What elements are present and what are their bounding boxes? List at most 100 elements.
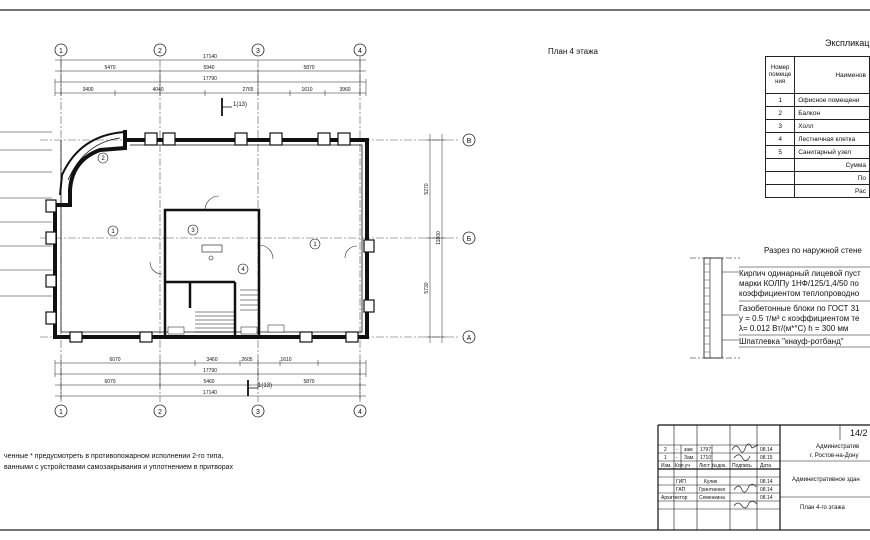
layer-line: Кирпич одинарный лицевой пуст (739, 269, 861, 278)
section-mark-top: 1(13) (233, 102, 247, 108)
dim-right-part-2: 5730 (424, 282, 430, 293)
room-name: Холл (794, 119, 870, 133)
object-city: г. Ростов-на-Дону (810, 453, 859, 459)
stair-flight (195, 289, 258, 333)
room-number: 3 (764, 119, 796, 133)
rev-1-date: 08.14 (760, 447, 773, 453)
name-architect: Семенкина (699, 495, 725, 501)
axis-label-row-v: В (467, 138, 472, 145)
layer-line: Газобетонные блоки по ГОСТ 31 (739, 304, 860, 313)
axis-label-col-1-top: 1 (59, 48, 63, 55)
name-gap: Гринтиенко (699, 487, 726, 493)
dim-bottom-total: 17790 (203, 368, 217, 374)
room-name: Балкон (794, 106, 870, 120)
room-number: 5 (764, 145, 796, 159)
role-architect: Архитектор (661, 495, 688, 501)
dim-bottom-sub-4: 1610 (280, 357, 291, 363)
table-row: По (764, 171, 870, 185)
dim-right-part-1: 5270 (424, 183, 430, 194)
table-row: 3 Холл (764, 119, 870, 133)
layer-line: коэффициентом теплопроводно (739, 289, 860, 298)
axis-label-col-3-top: 3 (256, 48, 260, 55)
axis-bubbles (54, 43, 476, 418)
object-name: Административ (816, 444, 860, 450)
title-block (657, 424, 870, 530)
room-name: Лестничная клетка (794, 132, 870, 146)
layer-plaster: Шпатлевка "кнауф-ротбанд" (739, 337, 870, 347)
explication-header-name: Наименов (794, 56, 870, 94)
hall-label-box (201, 244, 223, 253)
dim-top-sub-4: 1610 (301, 87, 312, 93)
outer-walls (53, 130, 369, 339)
room-tag-4: 4 (241, 267, 245, 273)
summary-total: Сумма (794, 158, 870, 172)
rev-header-list: Лист (699, 463, 710, 469)
table-row: 4 Лестничная клетка (764, 132, 870, 146)
axis-label-col-2-top: 2 (158, 48, 162, 55)
rev-2-qty: - (676, 455, 678, 461)
rev-2-sheet: Зам. (684, 455, 695, 461)
wall-section-leader-boxes (739, 266, 870, 348)
summary-calc: Рас (794, 184, 870, 198)
dim-bottom-part-1: 6070 (104, 379, 115, 385)
wall-inner-line (60, 140, 363, 333)
axis-label-row-a: А (467, 335, 472, 342)
rev-1-doc: 1797 (700, 447, 712, 453)
room-tags (97, 152, 321, 275)
door-swings (149, 195, 358, 275)
dim-top-sub-3: 2765 (242, 87, 253, 93)
table-row: 2 Балкон (764, 106, 870, 120)
room-number: 4 (764, 132, 796, 146)
layer-gasblock: Газобетонные блоки по ГОСТ 31 у = 0.5 т/… (739, 304, 870, 334)
rev-header-date: Дата (760, 463, 772, 469)
dim-bottom-part-2: 5460 (203, 379, 214, 385)
bottom-dimensions (54, 360, 367, 399)
dim-bottom-sub-3: 2605 (241, 357, 252, 363)
wall-section-graphic (690, 257, 740, 359)
rev-header-izm: Изм. (661, 463, 672, 469)
axis-label-col-2-bottom: 2 (158, 409, 162, 416)
room-tag-2: 2 (101, 156, 105, 162)
room-name: Санитарный узел (794, 145, 870, 159)
date-architect: 08.14 (760, 495, 773, 501)
layer-brick: Кирпич одинарный лицевой пуст марки КОЛП… (739, 269, 870, 299)
axis-label-col-4-top: 4 (358, 48, 362, 55)
dim-top-part-1: 5470 (104, 65, 115, 71)
axis-label-row-b: Б (467, 236, 472, 243)
summary-area: По (794, 171, 870, 185)
room-tag-1b: 1 (313, 242, 317, 248)
signatures (731, 443, 759, 509)
explication-table: Номер помеще ния Наименов 1 Офисное поме… (764, 56, 870, 198)
room-tag-1: 1 (111, 229, 115, 235)
section-mark-bottom: 1(13) (258, 383, 272, 389)
dim-bottom-total2: 17140 (203, 390, 217, 396)
grid-axes (40, 60, 460, 402)
layer-line: у = 0.5 т/м³ с коэффициентом те (739, 314, 860, 323)
dim-top-part-2: 5940 (203, 65, 214, 71)
dim-top-sub-1: 3400 (82, 87, 93, 93)
dim-top-total2: 17140 (203, 54, 217, 60)
date-gip: 08.14 (760, 479, 773, 485)
room-tag-3: 3 (191, 228, 195, 234)
project-code: 14/2 (850, 428, 868, 438)
rev-header-sign: Подпись (732, 463, 752, 469)
rev-2-date: 08.15 (760, 455, 773, 461)
layer-line: Шпатлевка "кнауф-ротбанд" (739, 337, 844, 346)
section-cuts (221, 98, 258, 396)
table-row: 5 Санитарный узел (764, 145, 870, 159)
axis-label-col-4-bottom: 4 (358, 409, 362, 416)
dim-bottom-part-3: 5870 (303, 379, 314, 385)
dim-top-sub-5: 3960 (339, 87, 350, 93)
plan-title: План 4 этажа (548, 47, 598, 56)
right-dimensions (426, 134, 446, 343)
sheet-name: План 4-го этажа (800, 505, 845, 511)
axis-label-col-3-bottom: 3 (256, 409, 260, 416)
explication-title: Экспликаци (825, 38, 870, 48)
dim-bottom-sub-1: 6070 (109, 357, 120, 363)
rev-1-qty: - (676, 447, 678, 453)
note-line-2: ванными с устройствами самозакрывания и … (4, 464, 234, 471)
rev-2-doc: 1710 (700, 455, 712, 461)
balcony-curve (59, 131, 126, 196)
window-piers (45, 132, 375, 343)
